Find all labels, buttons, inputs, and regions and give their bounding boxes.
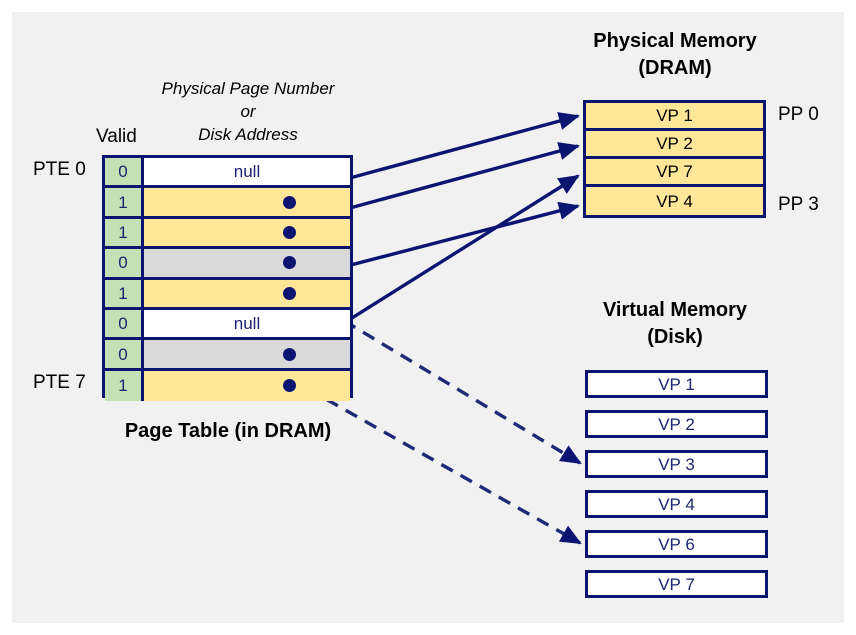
pte-value-text: null — [233, 314, 261, 334]
virtual-memory-title-line-1: Virtual Memory — [602, 299, 748, 321]
pte-valid-bit: 1 — [105, 218, 144, 247]
pp-last-label: PP 3 — [778, 194, 819, 215]
pte-valid-bit: 0 — [105, 249, 144, 277]
pte-valid-bit: 0 — [105, 309, 144, 338]
virtual-page-box: VP 4 — [585, 490, 768, 518]
physical-memory-title-line-1: Physical Memory — [593, 30, 757, 52]
pte-first-label: PTE 0 — [33, 159, 86, 180]
page-table-row: 0 null — [105, 309, 350, 341]
physical-memory-title: Physical Memory (DRAM) — [575, 28, 775, 82]
page-table-row: 0 — [105, 340, 350, 371]
pte-value-cell — [144, 340, 350, 368]
pointer-dot-icon — [283, 379, 296, 393]
pte-value-cell — [144, 279, 350, 307]
physical-page-frame: VP 2 — [586, 131, 763, 159]
virtual-page-box: VP 1 — [585, 370, 768, 398]
virtual-page-box: VP 7 — [585, 570, 768, 598]
value-column-header: Physical Page Number or Disk Address — [148, 78, 348, 147]
pointer-dot-icon — [283, 286, 296, 300]
value-header-line-1: Physical Page Number — [161, 79, 335, 98]
pp-first-label: PP 0 — [778, 104, 819, 125]
virtual-memory-title-line-2: (Disk) — [647, 326, 703, 348]
virtual-page-box: VP 3 — [585, 450, 768, 478]
pointer-dot-icon — [283, 256, 296, 270]
physical-memory-title-line-2: (DRAM) — [638, 57, 712, 79]
page-table-row: 1 — [105, 279, 350, 310]
page-table-row: 1 — [105, 370, 350, 402]
virtual-page-box: VP 2 — [585, 410, 768, 438]
page-table-row: 1 — [105, 188, 350, 219]
pte-valid-bit: 1 — [105, 370, 144, 402]
physical-page-frame: VP 1 — [586, 103, 763, 131]
pte-valid-bit: 0 — [105, 158, 144, 186]
pte-value-cell: null — [144, 158, 350, 186]
pte-valid-bit: 1 — [105, 188, 144, 216]
physical-page-frame: VP 4 — [586, 187, 763, 215]
pte-value-cell — [144, 370, 350, 402]
page-table-caption: Page Table (in DRAM) — [124, 420, 332, 442]
pte-value-text: null — [233, 162, 261, 182]
page-table-row: 0 — [105, 249, 350, 280]
pointer-dot-icon — [283, 195, 296, 209]
value-header-line-2: or — [240, 101, 256, 121]
pte-last-label: PTE 7 — [33, 372, 86, 393]
pte-valid-bit: 1 — [105, 279, 144, 307]
physical-page-frame: VP 7 — [586, 159, 763, 187]
pte-valid-bit: 0 — [105, 340, 144, 368]
virtual-memory-block: VP 1 VP 2 VP 3 VP 4 VP 6 VP 7 — [585, 370, 768, 598]
virtual-memory-title: Virtual Memory (Disk) — [575, 297, 775, 351]
value-header-line-3: Disk Address — [198, 124, 298, 144]
page-table-row: 1 — [105, 218, 350, 250]
pte-value-cell: null — [144, 309, 350, 338]
page-table-row: 0 null — [105, 158, 350, 189]
pte-value-cell — [144, 249, 350, 277]
valid-column-header: Valid — [96, 126, 137, 147]
virtual-page-box: VP 6 — [585, 530, 768, 558]
pointer-dot-icon — [283, 225, 296, 239]
pte-value-cell — [144, 188, 350, 216]
pointer-dot-icon — [283, 347, 296, 361]
pte-value-cell — [144, 218, 350, 247]
